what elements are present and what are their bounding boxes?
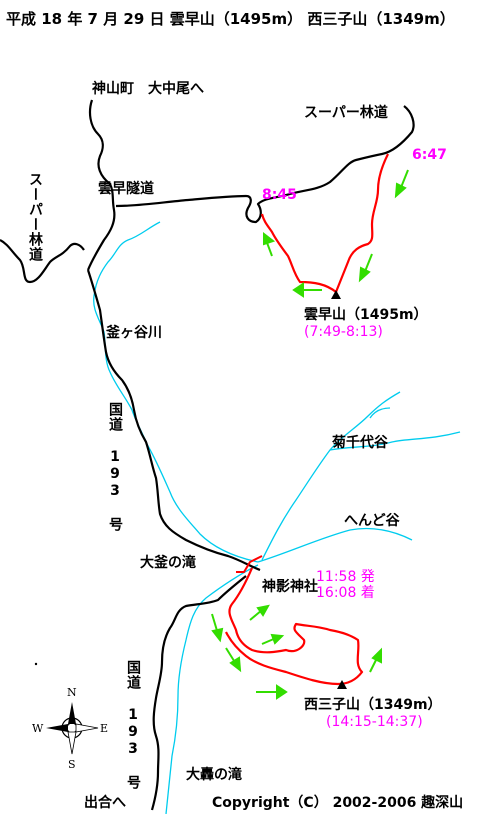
direction-arrows [211,169,409,700]
label-kikuchiyo-valley: 菊千代谷 [332,435,388,451]
time-depart: 11:58 発 [316,569,375,585]
arrow-icon [225,647,242,673]
arrow-icon [369,647,382,673]
label-okama-falls: 大釜の滝 [140,555,196,571]
peak-name-nishimiko: 西三子山（1349m） [304,697,442,713]
compass-w: W [32,722,44,735]
label-hendo-valley: へんど谷 [344,513,400,529]
time-6-47: 6:47 [412,147,447,163]
lower-river [165,564,259,814]
road-kamiyama [86,99,116,271]
label-kamikage-shrine: 神影神社 [262,579,318,595]
arrow-icon [249,604,270,621]
kikuchiyo-valley [261,391,401,561]
peak-times-nishimiko: (14:15-14:37) [326,714,423,730]
kumosou-peak-marker [331,290,341,299]
label-otodoro-falls: 大轟の滝 [186,767,242,783]
route193-upper [86,269,261,572]
road-west-branch [0,239,85,284]
route-kumosou [260,153,389,294]
arrow-icon [292,282,322,298]
road-tunnel-east [115,105,415,224]
compass-s: S [68,758,76,771]
label-kumosou-tunnel: 雲早隧道 [98,181,154,197]
kamagatani-river [93,221,259,563]
arrow-icon [261,633,285,645]
hendo-valley [257,527,413,563]
arrow-icon [211,613,224,643]
route-nishimiko [225,567,364,686]
rivers [93,221,461,814]
arrow-icon [263,231,276,257]
label-super-rindo-ne: スーパー林道 [304,105,388,121]
copyright: Copyright（C） 2002-2006 趣深山 [212,795,464,811]
label-kamiyama: 神山町 大中尾へ [92,81,204,97]
compass-e: E [100,722,109,735]
time-arrive: 16:08 着 [316,585,375,601]
arrow-icon [256,684,288,700]
label-route193-upper: 国道 193 号 [107,402,123,532]
compass-icon [46,702,99,755]
label-deai: 出合へ [84,795,126,811]
hiking-route [225,153,389,686]
time-8-45: 8:45 [262,187,297,203]
route193-lower [150,575,247,811]
label-route193-lower: 国道 193 号 [125,660,141,790]
label-super-rindo-w: スーパー林道 [27,172,43,262]
peak-name-kumosou: 雲早山（1495m） [304,307,428,323]
map-title: 平成 18 年 7 月 29 日 雲早山（1495m） 西三子山（1349m） [6,10,455,28]
compass-n: N [67,686,77,699]
label-kamagatani-river: 釜ヶ谷川 [106,325,162,341]
arrow-icon [394,169,409,199]
roads [0,99,415,811]
nishimiko-peak-marker [337,680,347,689]
peak-times-kumosou: (7:49-8:13) [304,324,383,340]
arrow-icon [358,253,373,283]
